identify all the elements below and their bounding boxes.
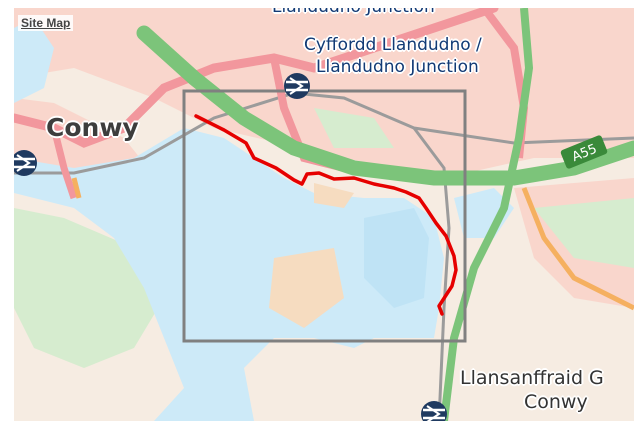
route-line: [194, 114, 458, 316]
village-label-line1: Llansanffraid G: [460, 367, 604, 389]
station-label-line2: Llandudno Junction: [316, 57, 479, 77]
railway-station-icon[interactable]: [14, 150, 37, 176]
map-canvas: A55: [14, 8, 634, 421]
railway-station-icon[interactable]: [284, 73, 310, 99]
trunk-road-a470: [440, 8, 534, 421]
village-label-line2: Conwy: [524, 391, 588, 413]
town-label-conwy: Conwy: [46, 113, 139, 142]
a55-road-shield: A55: [560, 135, 608, 169]
sandbank-centre: [269, 248, 344, 328]
sandbank-north: [314, 183, 354, 208]
selection-frame: [182, 89, 467, 343]
place-label-top: Llandudno Junction: [272, 8, 435, 18]
map-viewport[interactable]: A55 Llandudno Junction Cyffordd Llandudn…: [14, 8, 634, 421]
primary-road-conwy: [50, 127, 78, 200]
secondary-road-east: [521, 187, 634, 311]
station-label-line1: Cyffordd Llandudno /: [304, 35, 482, 55]
primary-road-a547: [14, 8, 499, 148]
railway-station-icon[interactable]: [421, 401, 447, 421]
river-north: [14, 18, 54, 103]
railway-valley-line: [412, 127, 451, 421]
secondary-road-conwy: [71, 177, 82, 199]
site-map-link[interactable]: Site Map: [18, 15, 74, 31]
marina-basin: [364, 208, 429, 308]
woodland-east: [534, 198, 634, 268]
park-area: [314, 108, 394, 148]
